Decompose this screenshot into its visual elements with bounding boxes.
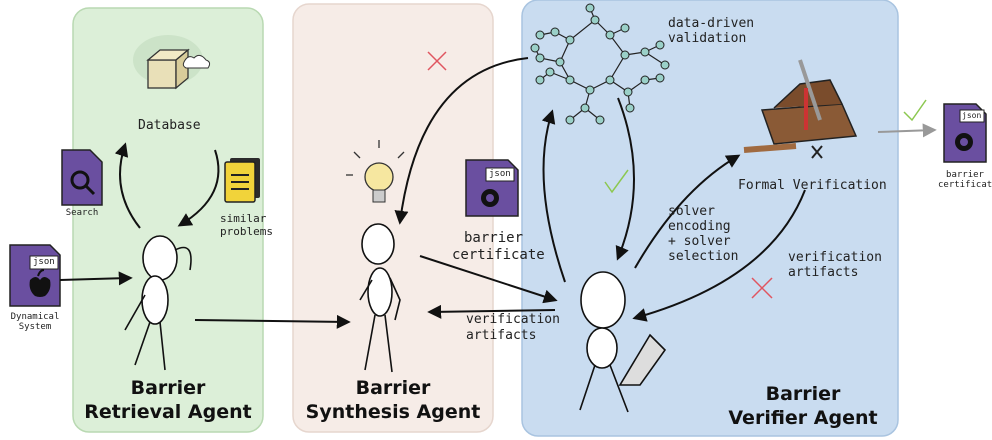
verifier-artifacts-line2: artifacts xyxy=(788,265,859,280)
solver-line3: + solver xyxy=(668,234,731,249)
cross-icon xyxy=(427,51,447,71)
verifier-agent-figure xyxy=(579,271,667,413)
verifier-agent-title-line2: Verifier Agent xyxy=(728,407,878,429)
retrieval-agent-title-line2: Retrieval Agent xyxy=(84,401,252,423)
check-icon xyxy=(903,99,927,122)
dynamical-system-line2: System xyxy=(18,322,52,332)
solver-line1: solver xyxy=(668,204,715,219)
retrieval-agent-panel xyxy=(72,7,264,433)
database-label: Database xyxy=(138,118,201,133)
synthesis-agent-panel xyxy=(292,3,494,433)
synthesis-agent-title: Barrier Synthesis Agent xyxy=(295,376,491,424)
database-box-icon xyxy=(133,35,211,90)
verification-artifacts-line1: verification xyxy=(466,312,560,327)
dynamical-system-json-icon xyxy=(9,244,61,307)
solver-encoding-label: solver encoding + solver selection xyxy=(668,204,738,264)
verifier-agent-title: Barrier Verifier Agent xyxy=(718,382,888,430)
json-tag: json xyxy=(489,169,511,179)
output-barrier-certificate-icon xyxy=(943,103,987,163)
formal-verification-label: Formal Verification xyxy=(738,178,887,193)
output-arrow xyxy=(877,123,937,138)
data-driven-line1: data-driven xyxy=(668,16,755,31)
verification-artifacts-label: verification artifacts xyxy=(466,312,560,344)
barrier-certificate-line1: barrier xyxy=(464,230,524,246)
synthesis-agent-figure xyxy=(359,223,401,373)
toolbox-icon xyxy=(743,59,858,159)
dynamical-system-line1: Dynamical xyxy=(10,312,60,322)
output-barrier-certificate-label: barrier certificate xyxy=(938,170,992,190)
similar-problems-label: similar problems xyxy=(220,212,273,238)
solver-line2: encoding xyxy=(668,219,731,234)
verifier-artifacts-label: verification artifacts xyxy=(788,250,882,280)
retrieval-agent-title-line1: Barrier xyxy=(130,377,206,399)
output-barrier-line1: barrier xyxy=(946,170,984,180)
barrier-certificate-line2: certificate xyxy=(452,247,545,263)
network-nodes xyxy=(530,3,670,125)
retrieval-agent-title: Barrier Retrieval Agent xyxy=(78,376,258,424)
json-tag: json xyxy=(962,111,982,120)
data-driven-validation-label: data-driven validation xyxy=(668,16,754,46)
check-icon xyxy=(604,169,629,194)
flow-arrows xyxy=(59,57,806,329)
verifier-artifacts-line1: verification xyxy=(788,250,882,265)
search-file-icon xyxy=(61,149,103,206)
barrier-certificate-label: barrier certificate xyxy=(452,230,545,264)
search-label: Search xyxy=(65,208,99,218)
lightbulb-icon xyxy=(346,140,405,203)
json-tag: json xyxy=(33,257,55,267)
similar-problems-line2: problems xyxy=(220,225,273,238)
verifier-agent-title-line1: Barrier xyxy=(765,383,841,405)
barrier-certificate-json-icon xyxy=(465,159,519,217)
documents-stack-icon xyxy=(224,158,260,203)
dynamical-system-label: Dynamical System xyxy=(4,312,66,332)
data-driven-line2: validation xyxy=(668,31,747,46)
cross-icon xyxy=(751,277,773,299)
solver-line4: selection xyxy=(668,249,739,264)
verification-artifacts-line2: artifacts xyxy=(466,328,537,343)
synthesis-agent-title-line1: Barrier xyxy=(355,377,431,399)
retrieval-agent-figure xyxy=(124,235,192,371)
output-barrier-line2: certificate xyxy=(938,180,992,190)
similar-problems-line1: similar xyxy=(220,212,267,225)
synthesis-agent-title-line2: Synthesis Agent xyxy=(305,401,481,423)
